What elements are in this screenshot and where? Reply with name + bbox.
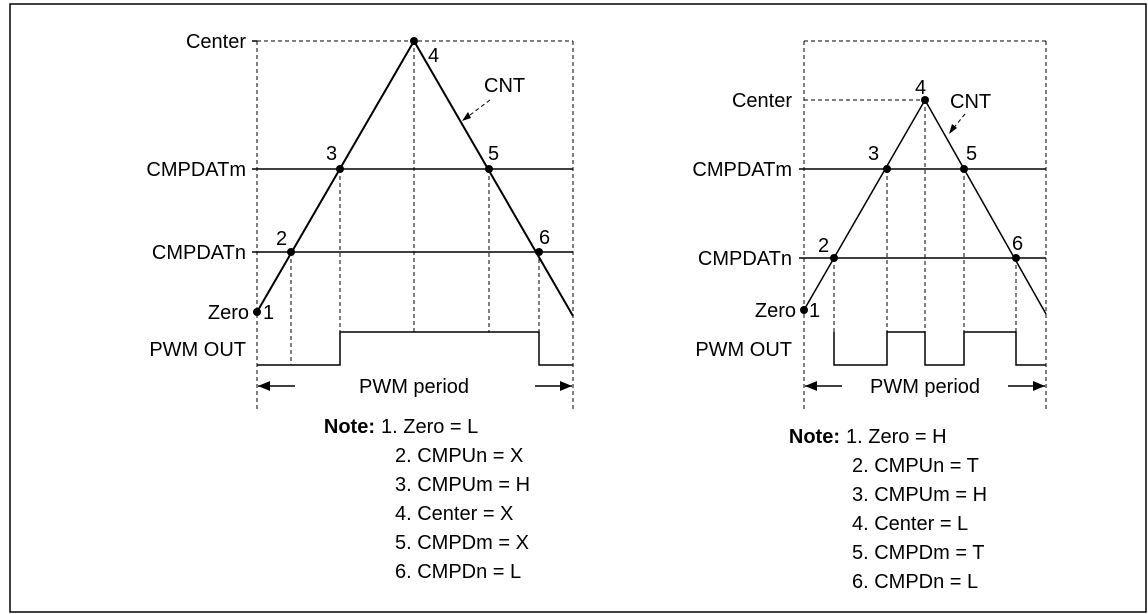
left-pwm-period-label: PWM period xyxy=(359,376,469,398)
left-cnt-pointer xyxy=(465,99,491,119)
left-diagram: Center CMPDATm CMPDATn Zero PWM OUT CNT … xyxy=(146,31,574,583)
right-period-arrowhead-right xyxy=(1033,381,1045,391)
right-point-3 xyxy=(883,165,891,173)
left-point-number-4: 4 xyxy=(428,45,439,67)
right-point-number-2: 2 xyxy=(818,235,829,257)
right-point-number-1: 1 xyxy=(809,300,820,322)
left-pwm-out-label: PWM OUT xyxy=(149,339,246,361)
left-point-number-6: 6 xyxy=(539,227,550,249)
left-note-6: 6. CMPDn = L xyxy=(395,561,521,583)
right-point-number-3: 3 xyxy=(868,143,879,165)
left-cnt-arrowhead xyxy=(462,112,471,121)
outer-border xyxy=(9,3,1147,613)
right-note-6: 6. CMPDn = L xyxy=(852,571,978,593)
right-note-3: 3. CMPUm = H xyxy=(852,484,987,506)
left-point-number-1: 1 xyxy=(263,302,274,324)
right-point-6 xyxy=(1012,254,1020,262)
right-pwm-out-label: PWM OUT xyxy=(695,339,792,361)
left-point-5 xyxy=(485,165,493,173)
left-center-label: Center xyxy=(186,31,246,53)
right-cnt-arrowhead xyxy=(949,124,957,134)
right-period-arrowhead-left xyxy=(805,381,817,391)
right-point-number-5: 5 xyxy=(966,143,977,165)
left-point-4 xyxy=(410,37,418,45)
right-pwm-period-label: PWM period xyxy=(870,376,980,398)
left-note-2: 2. CMPUn = X xyxy=(395,445,523,467)
right-cmpdatm-label: CMPDATm xyxy=(692,159,792,181)
left-point-2 xyxy=(287,248,295,256)
right-point-number-6: 6 xyxy=(1012,233,1023,255)
right-note-2: 2. CMPUn = T xyxy=(852,455,979,477)
left-point-1 xyxy=(253,308,261,316)
left-period-arrowhead-left xyxy=(258,381,270,391)
right-note-4: 4. Center = L xyxy=(852,513,968,535)
right-point-4 xyxy=(921,96,929,104)
left-cnt-label: CNT xyxy=(484,75,525,97)
left-cnt-waveform xyxy=(256,39,574,317)
right-pwm-out-waveform xyxy=(833,331,1046,366)
right-cmpdatn-label: CMPDATn xyxy=(698,248,792,270)
right-point-1 xyxy=(800,306,808,314)
left-zero-label: Zero xyxy=(208,302,249,324)
right-zero-label: Zero xyxy=(755,300,796,322)
right-point-2 xyxy=(830,254,838,262)
left-cmpdatn-label: CMPDATn xyxy=(152,242,246,264)
left-note-5: 5. CMPDm = X xyxy=(395,532,529,554)
left-point-number-3: 3 xyxy=(326,143,337,165)
left-point-3 xyxy=(336,165,344,173)
right-cnt-label: CNT xyxy=(950,91,991,113)
right-note-title: Note: xyxy=(789,426,840,448)
left-note-3: 3. CMPUm = H xyxy=(395,474,530,496)
right-note-1: 1. Zero = H xyxy=(846,426,947,448)
left-note-title: Note: xyxy=(324,416,375,438)
right-note-5: 5. CMPDm = T xyxy=(852,542,984,564)
left-period-arrowhead-right xyxy=(560,381,572,391)
right-point-5 xyxy=(960,165,968,173)
right-point-number-4: 4 xyxy=(915,77,926,99)
left-point-6 xyxy=(535,248,543,256)
left-point-number-5: 5 xyxy=(488,143,499,165)
right-diagram: Center CMPDATm CMPDATn Zero PWM OUT CNT … xyxy=(692,40,1047,593)
left-note-4: 4. Center = X xyxy=(395,503,513,525)
left-note-1: 1. Zero = L xyxy=(381,416,478,438)
left-pwm-out-waveform xyxy=(257,331,573,366)
right-center-label: Center xyxy=(732,90,792,112)
left-point-number-2: 2 xyxy=(276,228,287,250)
left-cmpdatm-label: CMPDATm xyxy=(146,159,246,181)
